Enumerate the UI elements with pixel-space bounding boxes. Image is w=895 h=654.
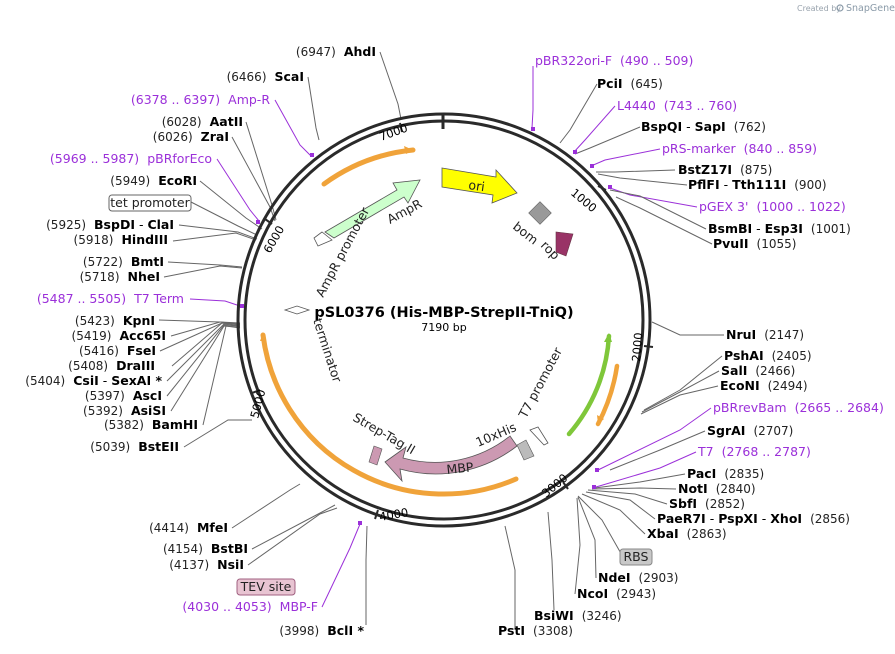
ampr-promoter-arrow [313,231,333,247]
site-label-nsii: (4137)NsiI [169,557,244,572]
site-label-fsei: (5416)FseI [79,343,156,358]
plasmid-backbone [236,112,652,528]
mbp-range-arc [260,332,519,497]
feature-ampr-promoter-label: AmpR promoter [312,204,372,299]
tick-label-2000: 2000 [629,332,645,362]
plasmid-size: 7190 bp [421,321,466,334]
site-label-ahdi: (6947)AhdI [296,44,376,59]
site-label-bstbi: (4154)BstBI [163,541,248,556]
feature-ori-label: ori [468,177,486,194]
site-label-scai: (6466)ScaI [227,69,304,84]
site-label-csii-sexai: (5404)CsiI - SexAI * [25,373,162,388]
site-label-ndei: NdeI(2903) [598,570,678,585]
site-label-zrai: (6026)ZraI [153,129,229,144]
site-label-asisi: (5392)AsiSI [83,403,166,418]
right-site-labels: pBR322ori-F(490 .. 509) PciI(645) L4440(… [498,53,884,638]
site-label-amp-r: (6378 .. 6397)Amp-R [131,92,270,107]
site-label-bsiwi: BsiWI(3246) [534,608,622,623]
site-label-bspdi-clai: (5925)BspDI - ClaI [46,217,174,232]
site-label-ncoi: NcoI(2943) [577,586,656,601]
site-label-bsmbi-esp3i: BsmBI - Esp3I(1001) [708,221,851,236]
created-by-text: Created by [797,4,841,13]
feature-bom-label: bom [510,219,541,248]
feature-t7-promoter: T7 promoter [515,344,566,446]
site-label-bamhi: (5382)BamHI [104,417,198,432]
site-label-pbrrevbam: pBRrevBam(2665 .. 2684) [713,400,884,415]
site-label-pbrforeco: (5969 .. 5987)pBRforEco [50,151,212,166]
site-label-xbai: XbaI(2863) [647,526,727,541]
left-site-labels: (6947)AhdI (6466)ScaI (6378 .. 6397)Amp-… [25,44,376,638]
feature-ampr: AmpR AmpR promoter [312,179,425,299]
site-label-t7-term: (5487 .. 5505)T7 Term [37,291,184,306]
site-label-t7: T7(2768 .. 2787) [697,444,811,459]
feature-rop: rop [538,231,574,263]
tev-site-label: TEV site [240,579,292,594]
site-label-bcli: (3998)BclI * [279,623,364,638]
feature-mbp-label: MBP [446,459,475,477]
site-label-nrui: NruI(2147) [726,327,804,342]
feature-strep-tag: Strep-Tag II [351,410,418,466]
site-label-pshai: PshAI(2405) [724,348,812,363]
site-label-sali: SalI(2466) [721,363,795,378]
tick-label-6000: 6000 [260,223,287,255]
tick-marks [251,122,654,520]
site-label-mfei: (4414)MfeI [149,520,228,535]
feature-mbp: MBP [384,435,518,483]
site-label-pgex3: pGEX 3'(1000 .. 1022) [699,199,846,214]
site-label-pvuii: PvuII(1055) [713,236,796,251]
primer-markers [240,127,612,525]
site-label-sbfi: SbfI(2852) [669,496,745,511]
rbs-label: RBS [624,549,649,564]
tick-label-4000: 4000 [378,505,409,524]
green-range-arc [566,333,612,437]
feature-terminator-label: terminator [310,316,345,385]
site-label-nhei: (5718)NheI [80,269,160,284]
site-label-paer7i-pspxi-xhoi: PaeR7I - PspXI - XhoI(2856) [657,511,850,526]
site-label-bspqi-sapi: BspQI - SapI(762) [641,119,766,134]
site-label-draiii: (5408)DraIII [68,358,155,373]
tev-site-box: TEV site [236,578,296,596]
site-label-mbp-f: (4030 .. 4053)MBP-F [182,599,318,614]
site-label-pflfi-tth111i: PflFI - Tth111I(900) [688,177,827,192]
site-label-bstz17i: BstZ17I(875) [678,162,772,177]
plasmid-name: pSL0376 (His-MBP-StrepII-TniQ) [314,305,573,321]
site-label-kpni: (5423)KpnI [75,313,155,328]
site-label-bsteii: (5039)BstEII [90,439,179,454]
site-label-sgrai: SgrAI(2707) [707,423,793,438]
tet-promoter-label: tet promoter [110,195,190,210]
site-label-hindiii: (5918)HindIII [74,232,168,247]
site-label-ecori: (5949)EcoRI [110,173,197,188]
site-label-asci: (5397)AscI [85,388,162,403]
feature-t7-promoter-label: T7 promoter [515,344,566,421]
site-label-paci: PacI(2835) [687,466,764,481]
rbs-box: RBS [619,548,653,566]
site-label-pcii: PciI(645) [597,76,663,91]
tet-promoter-box: tet promoter [108,194,192,212]
site-label-noti: NotI(2840) [678,481,756,496]
site-label-psti: PstI(3308) [498,623,573,638]
ampr-range-arc [321,147,416,187]
snapgene-brand: SnapGene [846,3,895,14]
site-label-acc65i: (5419)Acc65I [72,328,166,343]
site-label-bmti: (5722)BmtI [83,254,164,269]
site-label-prs-marker: pRS-marker(840 .. 859) [662,141,817,156]
site-label-l4440: L4440(743 .. 760) [617,98,737,113]
feature-ori: ori [441,167,518,204]
site-label-pbr322ori-f: pBR322ori-F(490 .. 509) [535,53,693,68]
snapgene-logo: SnapGene [836,3,895,14]
site-label-aatii: (6028)AatII [162,114,243,129]
site-label-econi: EcoNI(2494) [720,378,808,393]
feature-strep-label: Strep-Tag II [351,410,418,458]
